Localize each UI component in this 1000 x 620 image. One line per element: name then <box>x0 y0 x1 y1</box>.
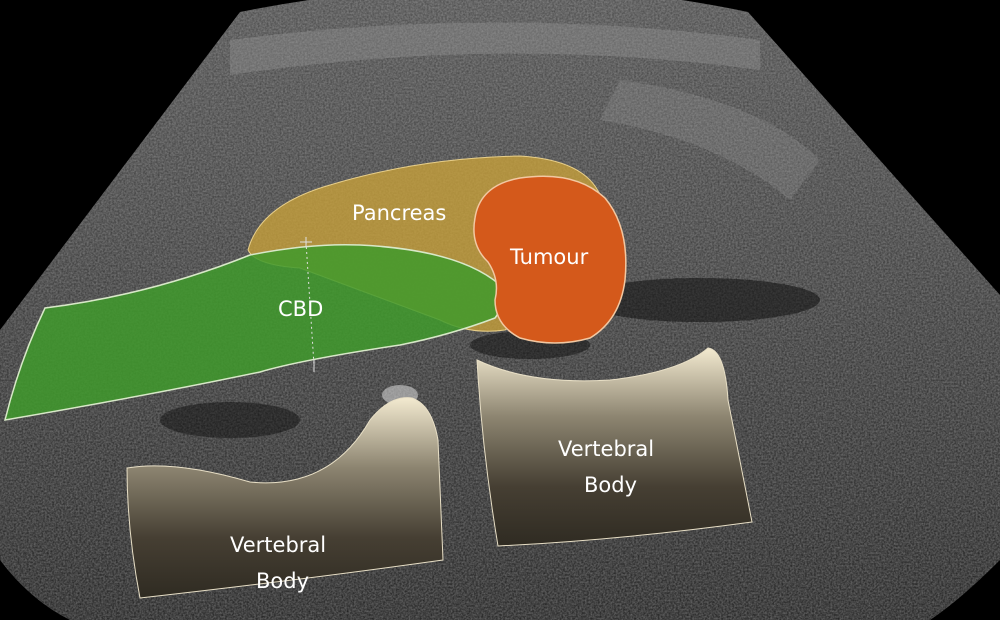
vertebral-body-left-label-line2: Body <box>256 569 309 593</box>
vertebral-body-right-label-line1: Vertebral <box>558 437 654 461</box>
tumour-label: Tumour <box>509 245 589 269</box>
tumour-region <box>473 175 627 344</box>
cbd-region <box>3 243 503 421</box>
vertebral-body-left-label-line1: Vertebral <box>230 533 326 557</box>
vertebral-body-left <box>126 397 444 599</box>
vertebral-body-right <box>476 347 753 547</box>
pancreas-label: Pancreas <box>352 201 446 225</box>
measurement-caliper <box>300 237 315 372</box>
cbd-label: CBD <box>278 297 323 321</box>
vertebral-body-right-label-line2: Body <box>584 473 637 497</box>
